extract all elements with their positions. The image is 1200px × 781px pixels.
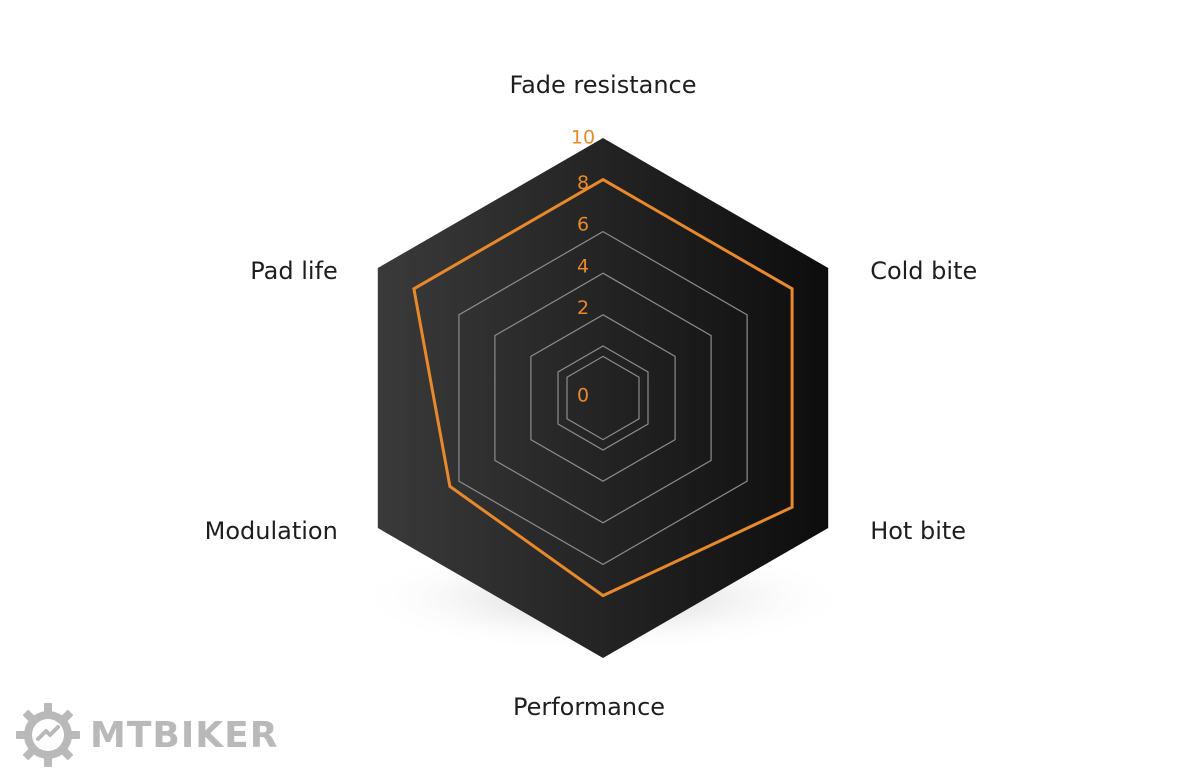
- grid-ring: [494, 272, 712, 524]
- axis-label: Hot bite: [870, 517, 966, 545]
- axis-label: Cold bite: [870, 257, 977, 285]
- grid-ring: [530, 314, 676, 482]
- r-tick-label: 2: [577, 297, 589, 319]
- axis-label: Performance: [513, 693, 665, 721]
- mtbiker-logo: MTBIKER: [16, 700, 278, 770]
- grid-ring: [566, 355, 640, 441]
- grid-ring: [557, 345, 649, 451]
- grid-ring: [458, 230, 748, 566]
- radar-background: [377, 138, 829, 658]
- r-tick-label: 6: [577, 214, 589, 236]
- axis-label: Pad life: [250, 257, 338, 285]
- r-tick-label: 0: [577, 385, 589, 407]
- axis-label: Fade resistance: [509, 71, 696, 99]
- r-tick-label: 4: [577, 255, 589, 277]
- radar-series-line: [412, 177, 794, 598]
- axis-label: Modulation: [205, 517, 338, 545]
- r-tick-label: 8: [577, 172, 589, 194]
- gear-icon: [16, 703, 80, 767]
- logo-text: MTBIKER: [90, 714, 279, 756]
- r-tick-label: 10: [571, 127, 595, 149]
